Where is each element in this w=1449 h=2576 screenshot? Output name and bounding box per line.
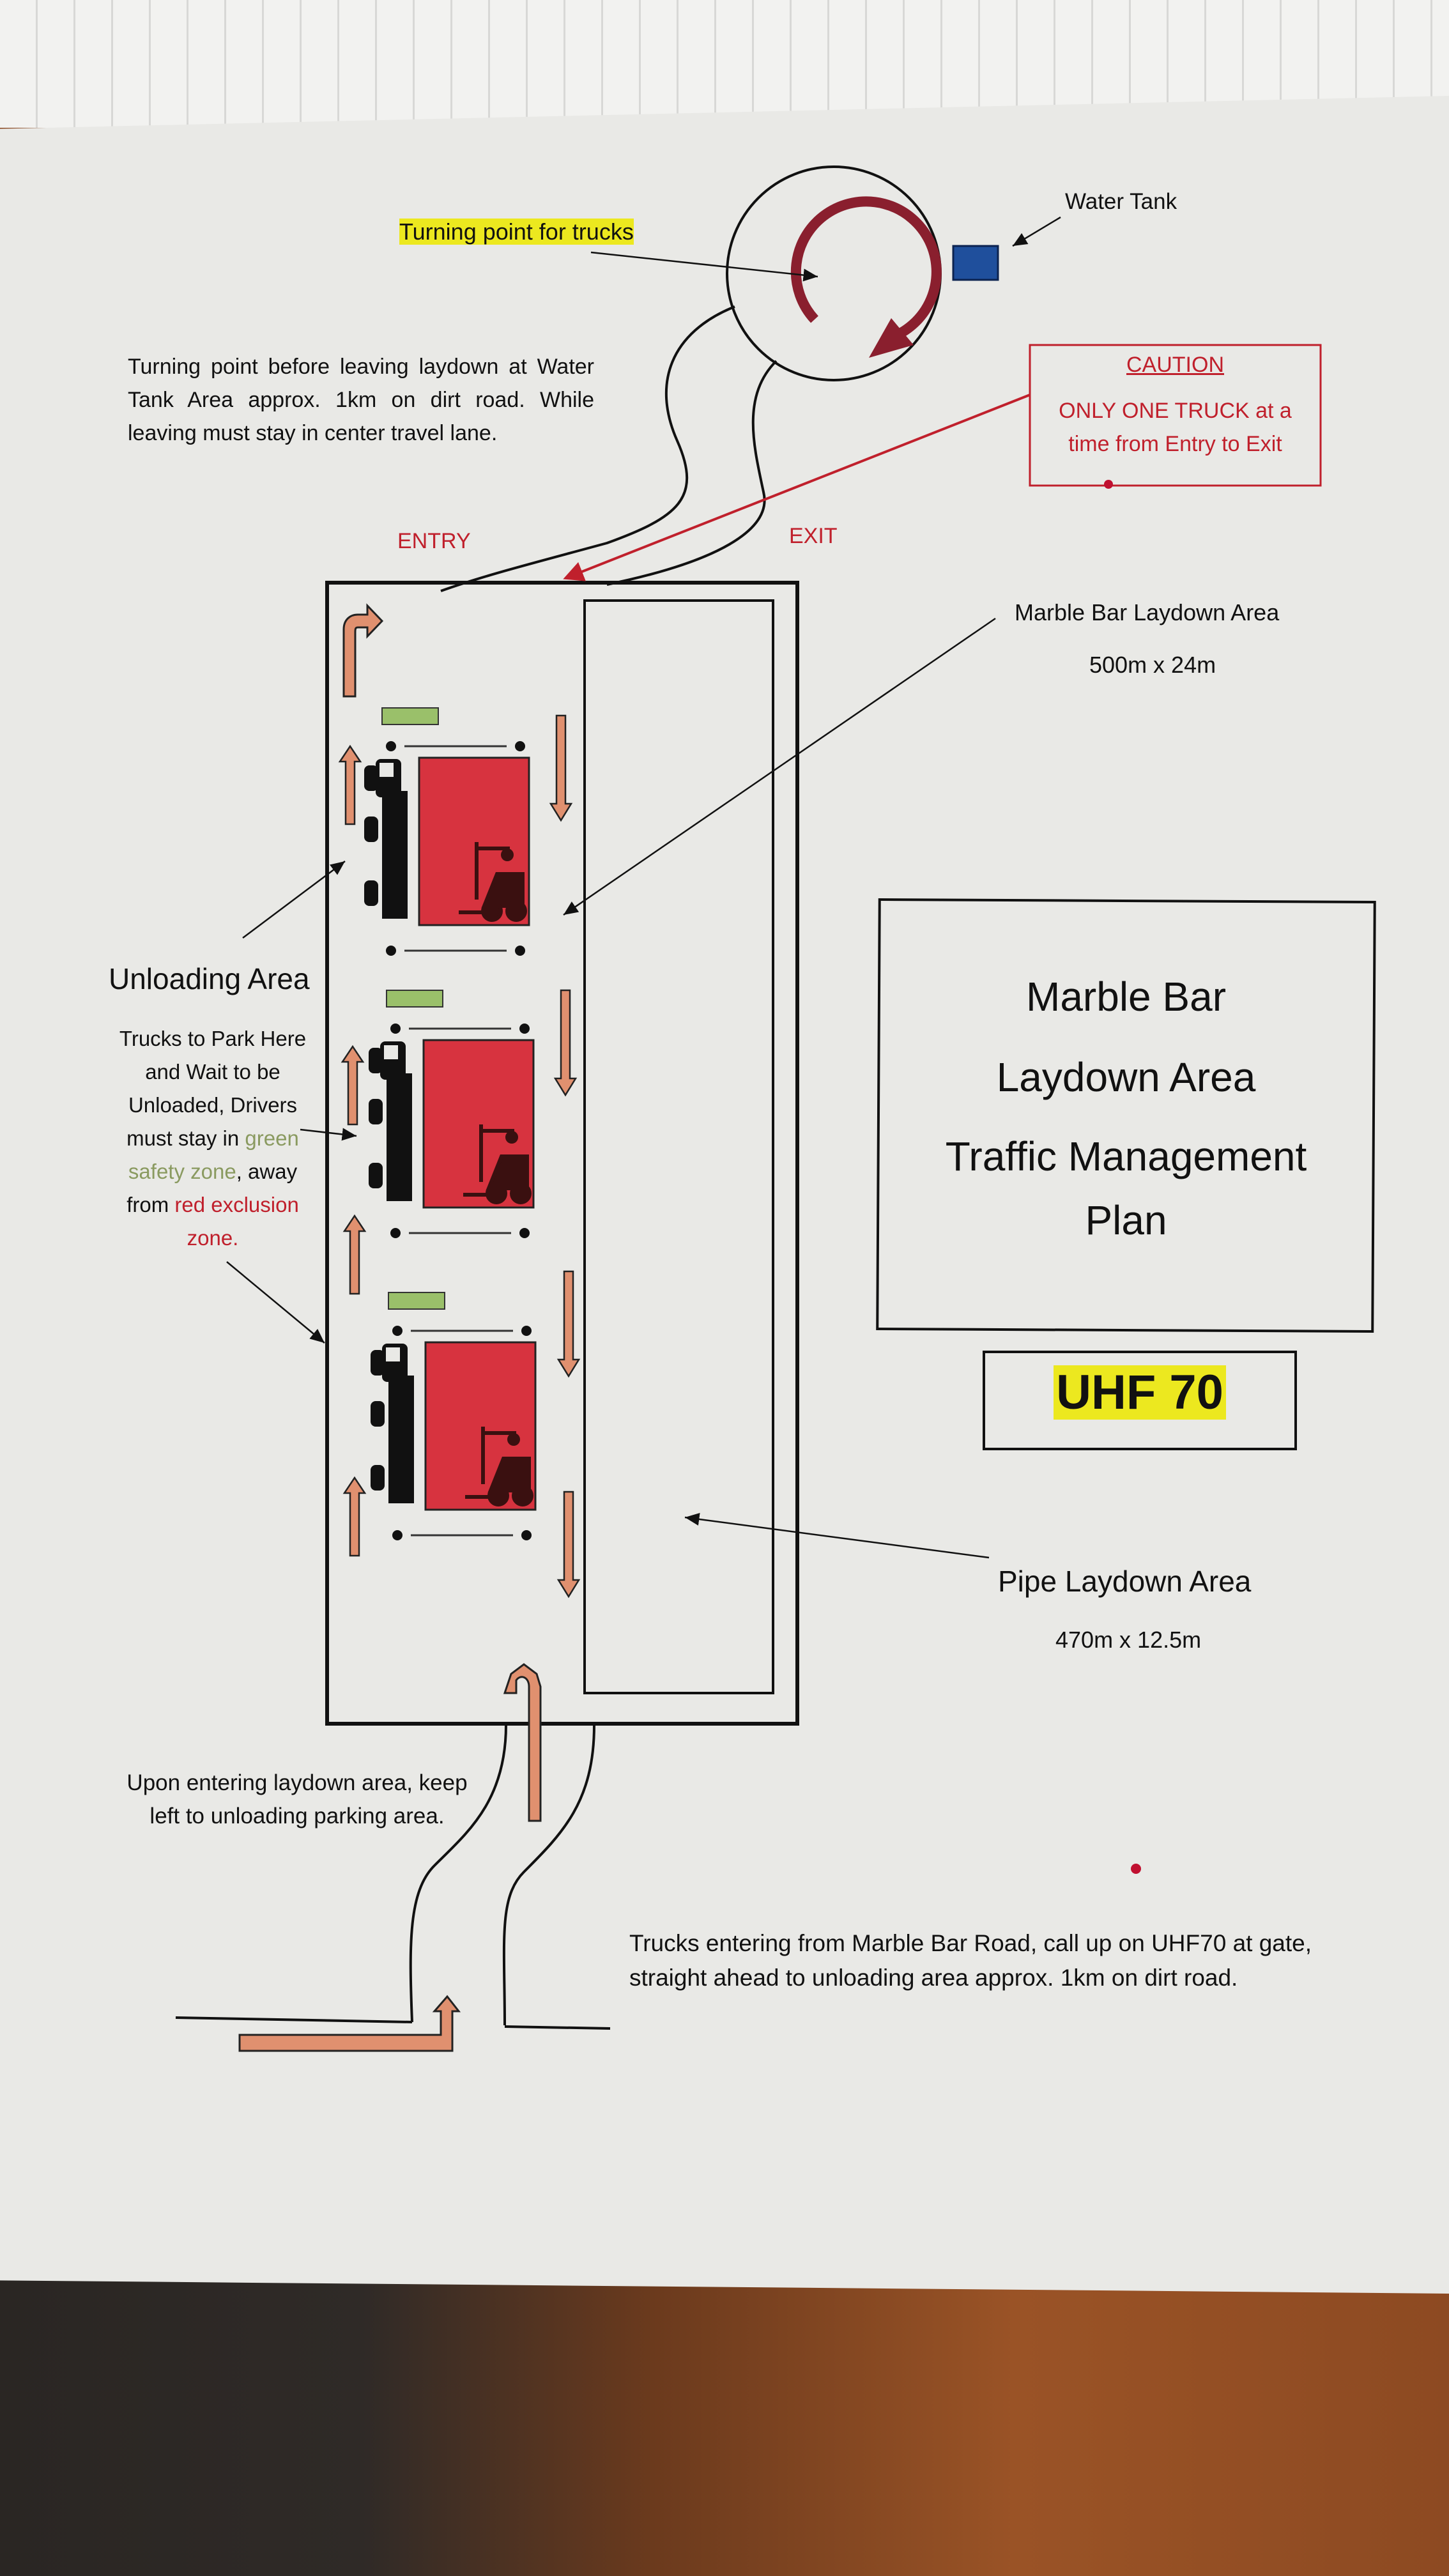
turning-point-label-text: Turning point for trucks [399, 218, 634, 245]
plan-title-line-3: Traffic Management [945, 1133, 1307, 1179]
entry-label: ENTRY [397, 529, 471, 553]
marble-bar-laydown-boundary [325, 581, 799, 1726]
exit-label: EXIT [789, 524, 838, 548]
unloading-text-b: , away from [126, 1160, 298, 1216]
caution-box-text: CAUTION ONLY ONE TRUCK at a time from En… [1030, 353, 1321, 461]
floor-background [0, 2274, 1449, 2576]
top-turn-arrow [342, 603, 384, 698]
access-roads [440, 305, 778, 592]
entering-note: Upon entering laydown area, keep left to… [126, 1770, 468, 1828]
pipe-area-size: 470m x 12.5m [1055, 1627, 1202, 1653]
water-tank-label: Water Tank [1065, 189, 1177, 214]
uhf-label: UHF 70 [984, 1365, 1296, 1420]
plan-title-line-4: Plan [1085, 1197, 1167, 1243]
caution-box [1029, 344, 1322, 487]
unloading-bay-3 [371, 1292, 535, 1540]
caution-line-1: ONLY ONE TRUCK at a [1059, 399, 1292, 423]
unloading-bay-1 [364, 708, 529, 956]
unloading-bay-2 [369, 990, 533, 1238]
plan-title-box [876, 898, 1376, 1333]
water-tank-icon [952, 245, 999, 281]
entry-roads [175, 1724, 611, 2030]
plan-title: Marble Bar Laydown Area Traffic Manageme… [878, 965, 1374, 1252]
lane-arrow-up [343, 1476, 366, 1557]
lane-arrow-down [549, 714, 572, 822]
caution-line-2: time from Entry to Exit [1068, 432, 1282, 456]
turning-point-label: Turning point for trucks [399, 218, 634, 245]
turning-point-circle [726, 165, 942, 381]
laydown-entry-arrow [503, 1663, 542, 1822]
pipe-area-name: Pipe Laydown Area [998, 1565, 1252, 1598]
unloading-text-a: Trucks to Park Here and Wait to be Unloa… [119, 1027, 307, 1150]
paper-sheet [0, 96, 1449, 2294]
uhf-box [983, 1351, 1297, 1450]
lane-arrow-up [343, 1215, 366, 1295]
uhf-label-text: UHF 70 [1054, 1365, 1226, 1420]
lane-arrow-down [557, 1491, 580, 1598]
plan-title-line-1: Marble Bar [1026, 974, 1226, 1020]
pipe-laydown-boundary [583, 599, 774, 1694]
turning-note: Turning point before leaving laydown at … [128, 355, 594, 445]
leader-lines [226, 216, 1061, 1559]
road-entry-arrow [238, 1995, 461, 2052]
road-note: Trucks entering from Marble Bar Road, ca… [629, 1930, 1312, 1991]
lane-arrow-down [554, 989, 577, 1096]
caution-title: CAUTION [1126, 353, 1224, 377]
marble-bar-area-size: 500m x 24m [1089, 652, 1216, 678]
unloading-area-text: Trucks to Park Here and Wait to be Unloa… [107, 1022, 318, 1255]
unloading-green-text: green safety zone [128, 1126, 299, 1183]
lane-arrow-down [557, 1270, 580, 1377]
marble-bar-area-name: Marble Bar Laydown Area [1015, 599, 1280, 625]
caution-pointer [563, 394, 1031, 581]
unloading-area-title: Unloading Area [109, 962, 310, 995]
unloading-red-text: red exclusion zone. [174, 1193, 299, 1250]
lane-arrow-up [341, 1045, 364, 1126]
lane-arrow-up [339, 745, 362, 825]
plan-title-line-2: Laydown Area [996, 1054, 1256, 1100]
